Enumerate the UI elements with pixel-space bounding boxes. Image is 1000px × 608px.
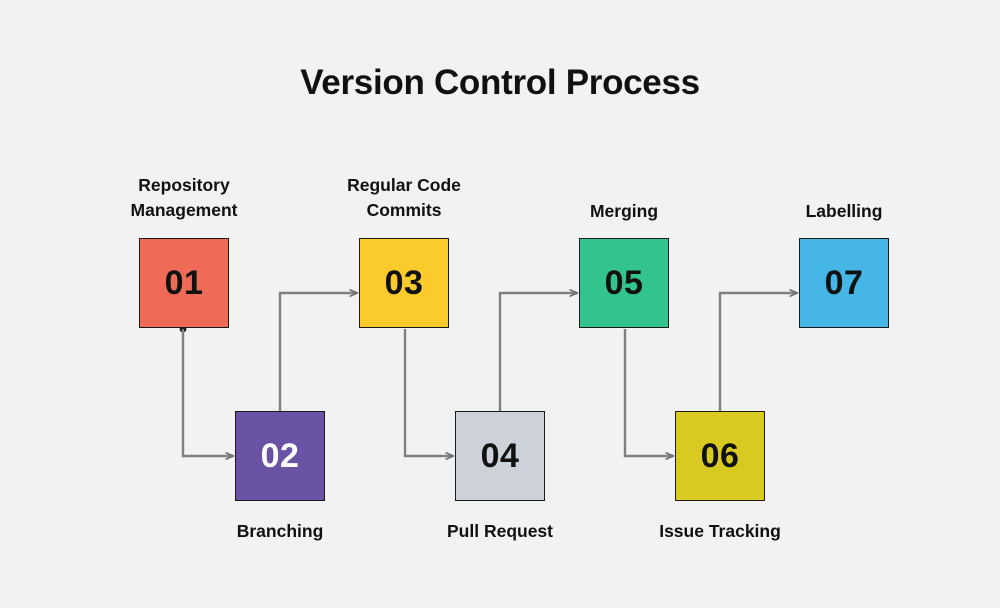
step-node-06[interactable]: 06 (675, 411, 765, 501)
step-number-04: 04 (480, 437, 520, 475)
step-node-04[interactable]: 04 (455, 411, 545, 501)
connector-05-to-06 (623, 329, 673, 456)
step-number-06: 06 (700, 437, 740, 475)
step-number-07: 07 (824, 264, 864, 302)
step-label-06: Issue Tracking (659, 521, 781, 541)
page-title: Version Control Process (300, 63, 700, 102)
step-label-02: Branching (236, 521, 324, 541)
step-number-03: 03 (384, 264, 424, 302)
connector-03-to-04 (403, 329, 453, 456)
connector-04-to-05 (498, 293, 577, 411)
step-number-01: 01 (164, 264, 204, 302)
step-label-05: Merging (589, 201, 659, 221)
connector-01-to-02 (181, 329, 233, 456)
step-node-05[interactable]: 05 (579, 238, 669, 328)
step-label-01: Repository Management (130, 175, 238, 221)
step-node-02[interactable]: 02 (235, 411, 325, 501)
connector-06-to-07 (718, 293, 797, 411)
step-node-03[interactable]: 03 (359, 238, 449, 328)
step-node-07[interactable]: 07 (799, 238, 889, 328)
step-number-05: 05 (604, 264, 644, 302)
step-node-01[interactable]: 01 (139, 238, 229, 328)
step-label-03: Regular Code Commits (347, 175, 461, 221)
step-label-04: Pull Request (447, 521, 553, 541)
step-label-07: Labelling (805, 201, 883, 221)
connector-02-to-03 (278, 293, 357, 411)
step-number-02: 02 (260, 437, 300, 475)
